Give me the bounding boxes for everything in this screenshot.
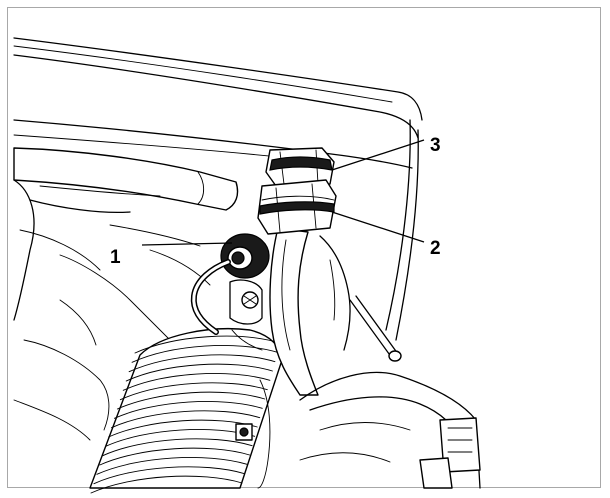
hose-rib xyxy=(102,438,253,457)
hose-rib xyxy=(111,410,261,429)
hose-rib xyxy=(99,447,251,466)
callout-1: 1 xyxy=(110,247,121,268)
corrugated-hose xyxy=(89,328,283,494)
leader-lines xyxy=(141,139,425,246)
hose-rib xyxy=(128,354,276,373)
connector xyxy=(190,233,270,335)
hose-rib xyxy=(134,335,281,354)
left-pipe xyxy=(13,147,239,211)
hose-rib xyxy=(93,466,245,485)
hose-rib xyxy=(114,401,263,419)
hose-rib xyxy=(116,391,266,410)
hose-rib xyxy=(125,363,273,382)
leader-line-2 xyxy=(331,211,425,243)
hose-rib xyxy=(122,373,271,391)
fitting-assembly xyxy=(257,147,337,235)
housing xyxy=(235,371,481,489)
hose-rib xyxy=(90,475,243,494)
figure-border xyxy=(7,7,601,488)
left-structure xyxy=(13,179,211,441)
hose-rib xyxy=(119,382,268,401)
rod xyxy=(349,295,402,362)
leader-line-1 xyxy=(141,242,233,246)
mount-bracket xyxy=(229,235,351,351)
hose-rib xyxy=(96,457,248,475)
callout-2: 2 xyxy=(430,238,441,259)
bent-pipe xyxy=(269,227,319,396)
body-panel xyxy=(13,37,423,341)
callout-3: 3 xyxy=(430,135,441,156)
hose-rib xyxy=(131,345,278,363)
leader-line-3 xyxy=(331,139,425,171)
